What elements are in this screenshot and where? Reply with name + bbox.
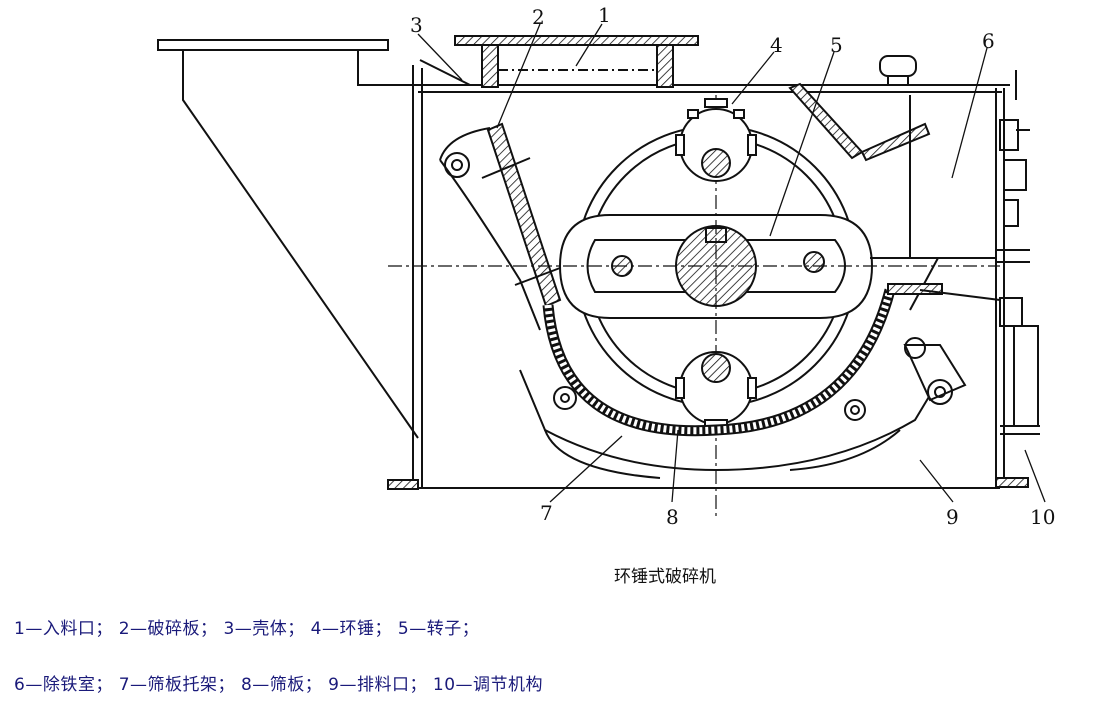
legend-line-1: 1—入料口； 2—破碎板； 3—壳体； 4—环锤； 5—转子； xyxy=(14,619,480,639)
feed-chute xyxy=(157,39,420,439)
callout-7: 7 xyxy=(540,501,553,525)
ring-hammer-bottom xyxy=(675,351,757,429)
callout-3: 3 xyxy=(410,13,423,37)
crusher-drawing: 1 2 3 4 5 6 7 8 9 10 xyxy=(157,3,1055,529)
ring-hammer-top xyxy=(675,98,757,182)
lifting-lug xyxy=(879,55,917,85)
callout-10: 10 xyxy=(1030,505,1055,529)
callout-4: 4 xyxy=(770,33,783,57)
legend-line-2: 6—除铁室； 7—筛板托架； 8—筛板； 9—排料口； 10—调节机构 xyxy=(14,675,544,695)
screen-support xyxy=(519,369,931,479)
callout-2: 2 xyxy=(532,5,545,29)
callout-8: 8 xyxy=(666,505,679,529)
adjustment-mechanism xyxy=(887,70,1040,435)
figure-caption: 环锤式破碎机 xyxy=(614,567,716,587)
casing xyxy=(387,59,1029,490)
leader-lines xyxy=(417,23,1046,503)
callout-6: 6 xyxy=(982,29,995,53)
crusher-plate xyxy=(439,122,562,331)
callout-9: 9 xyxy=(946,505,959,529)
callout-1: 1 xyxy=(598,3,611,27)
callout-5: 5 xyxy=(830,33,843,57)
screen-plate xyxy=(542,288,896,437)
feed-opening xyxy=(454,35,699,88)
iron-removal-chamber xyxy=(788,82,996,311)
